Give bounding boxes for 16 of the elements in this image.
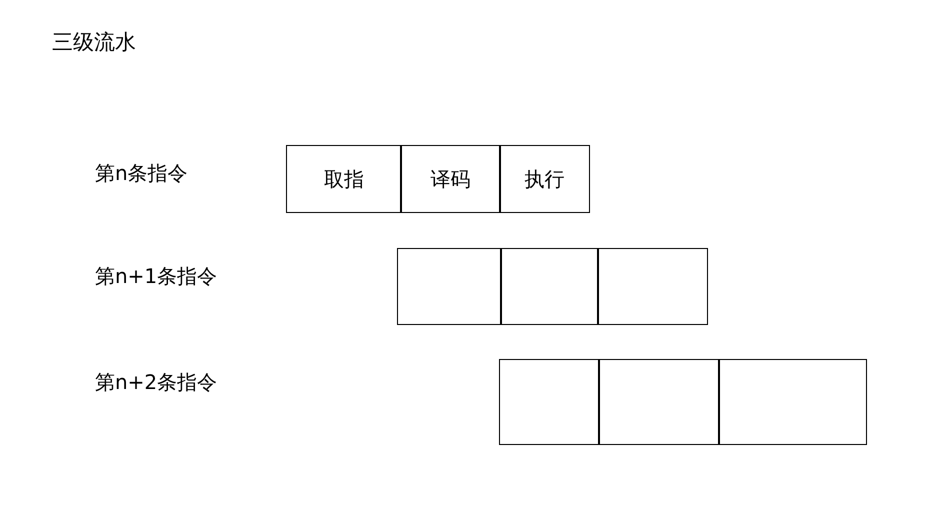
diagram-title: 三级流水	[52, 29, 136, 56]
stage-cell	[499, 359, 600, 445]
instruction-label: 第n+2条指令	[95, 369, 218, 396]
pipeline-bar	[286, 145, 590, 213]
stage-cell	[598, 359, 720, 445]
instruction-label: 第n条指令	[95, 160, 188, 187]
stage-cell	[718, 359, 867, 445]
pipeline-bar	[397, 248, 708, 325]
stage-cell: 取指	[286, 145, 402, 213]
stage-cell	[397, 248, 502, 325]
stage-cell: 执行	[499, 145, 590, 213]
pipeline-bar	[499, 359, 867, 445]
instruction-label: 第n+1条指令	[95, 263, 218, 290]
stage-cell: 译码	[400, 145, 501, 213]
stage-cell	[597, 248, 708, 325]
stage-cell	[500, 248, 599, 325]
